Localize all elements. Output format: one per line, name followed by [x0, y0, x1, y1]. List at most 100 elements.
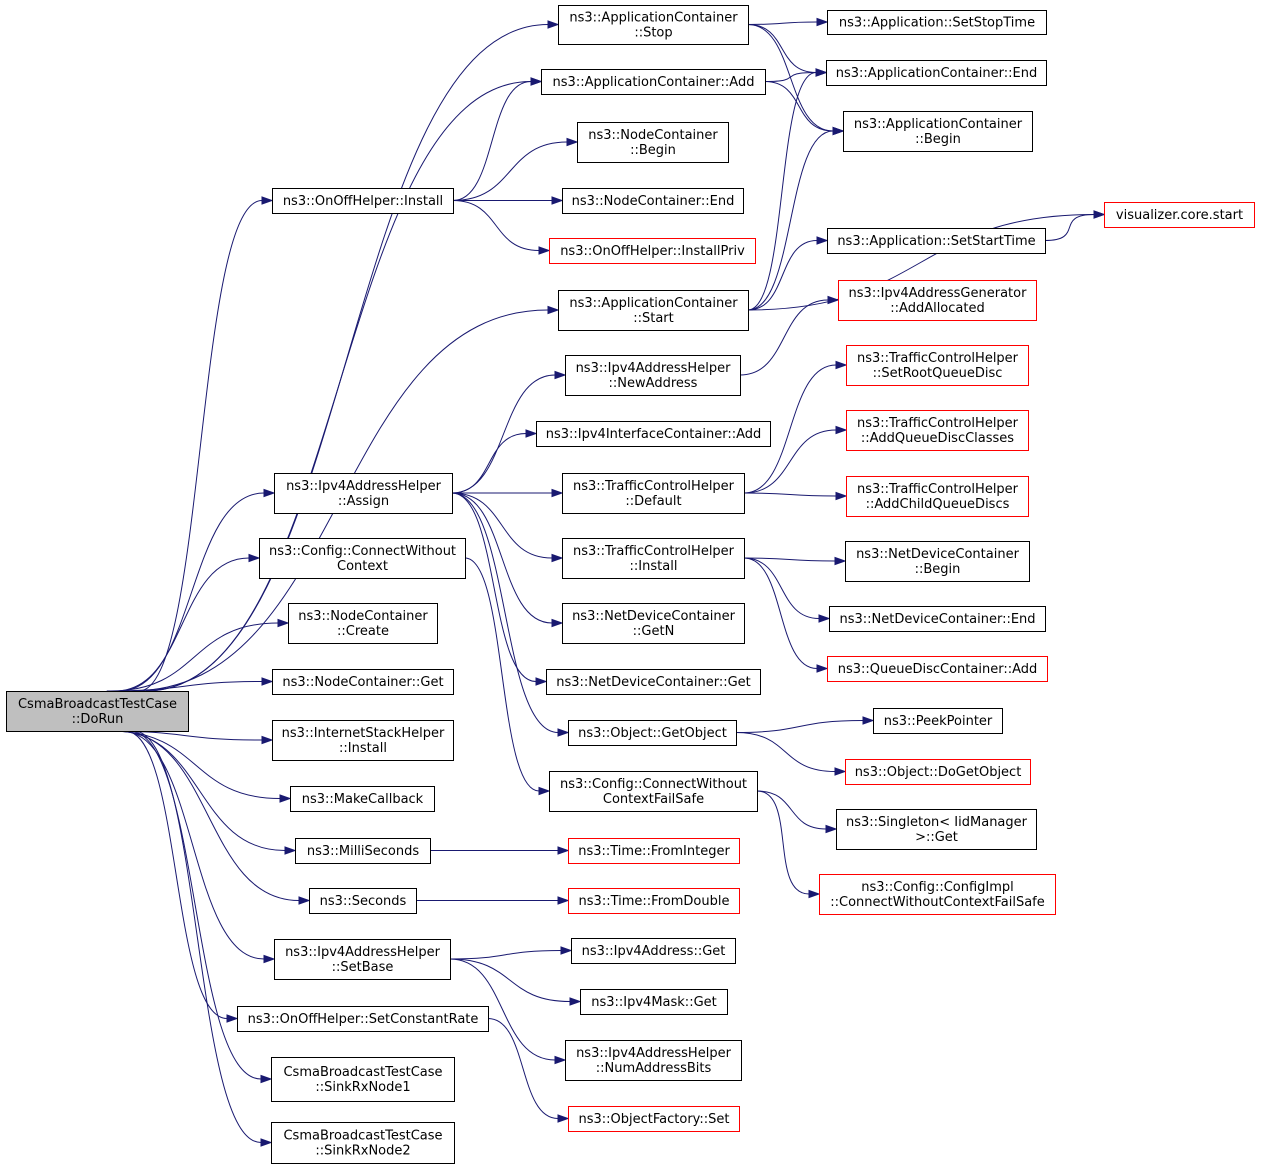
node-ipv4ic-add[interactable]: ns3::Ipv4InterfaceContainer::Add: [536, 421, 771, 447]
node-obj-dogetobject[interactable]: ns3::Object::DoGetObject: [845, 759, 1031, 785]
edge-line: [756, 790, 827, 830]
node-ish-install[interactable]: ns3::InternetStackHelper::Install: [272, 720, 454, 761]
edge-line: [452, 141, 568, 201]
node-ipv4ah-setbase[interactable]: ns3::Ipv4AddressHelper::SetBase: [274, 939, 451, 980]
node-ipv4addr-get[interactable]: ns3::Ipv4Address::Get: [571, 938, 736, 964]
node-box: [846, 345, 1029, 386]
node-appc-add[interactable]: ns3::ApplicationContainer::Add: [541, 69, 766, 95]
node-label-line: ::SetBase: [332, 960, 394, 975]
arrowhead-icon: [551, 196, 564, 205]
node-sinkrx1[interactable]: CsmaBroadcastTestCase::SinkRxNode1: [271, 1057, 455, 1102]
node-label-line: ns3::PeekPointer: [884, 714, 993, 729]
node-ndc-end[interactable]: ns3::NetDeviceContainer::End: [829, 606, 1046, 632]
arrowhead-icon: [816, 664, 829, 673]
node-ipv4ah-numbits[interactable]: ns3::Ipv4AddressHelper::NumAddressBits: [565, 1040, 742, 1081]
node-seconds[interactable]: ns3::Seconds: [309, 888, 417, 914]
call-edge-ipv4ah_setbase-to-ipv4addr_get: [449, 946, 573, 960]
node-ipv4gen-addalloc[interactable]: ns3::Ipv4AddressGenerator::AddAllocated: [838, 280, 1037, 321]
edge-line: [464, 557, 540, 792]
edge-line: [743, 364, 837, 494]
arrowhead-icon: [554, 1055, 567, 1065]
node-nc-begin[interactable]: ns3::NodeContainer::Begin: [577, 122, 729, 163]
node-peekpointer[interactable]: ns3::PeekPointer: [873, 708, 1003, 734]
node-label-line: ns3::NetDeviceContainer: [572, 609, 736, 624]
node-obj-getobject[interactable]: ns3::Object::GetObject: [568, 720, 737, 746]
arrowhead-icon: [566, 137, 579, 147]
node-cfg-connect[interactable]: ns3::Config::ConnectWithoutContext: [259, 538, 466, 579]
node-label-line: Context: [337, 559, 388, 574]
call-edge-onoff_setrate-to-objfactory_set: [487, 1018, 570, 1123]
node-ndc-begin[interactable]: ns3::NetDeviceContainer::Begin: [845, 541, 1030, 582]
node-label-line: ns3::TrafficControlHelper: [573, 479, 735, 494]
node-app-setstarttime[interactable]: ns3::Application::SetStartTime: [827, 228, 1046, 254]
node-nc-create[interactable]: ns3::NodeContainer::Create: [288, 603, 438, 644]
node-onoff-installpriv[interactable]: ns3::OnOffHelper::InstallPriv: [549, 238, 756, 264]
call-edge-root-to-cfg_connect: [114, 553, 261, 692]
node-qdc-add[interactable]: ns3::QueueDiscContainer::Add: [827, 656, 1048, 682]
node-viz-start[interactable]: visualizer.core.start: [1104, 202, 1255, 228]
node-makecallback[interactable]: ns3::MakeCallback: [290, 786, 435, 812]
node-nc-end[interactable]: ns3::NodeContainer::End: [562, 188, 744, 214]
arrowhead-icon: [538, 786, 551, 796]
edge-line: [739, 299, 829, 376]
call-edge-tch_default-to-tch_addclasses: [743, 425, 848, 494]
node-onoff-setrate[interactable]: ns3::OnOffHelper::SetConstantRate: [237, 1006, 489, 1032]
node-cfgimpl[interactable]: ns3::Config::ConfigImpl::ConnectWithoutC…: [819, 874, 1056, 915]
arrowhead-icon: [261, 196, 274, 205]
arrowhead-icon: [260, 1138, 273, 1147]
node-ipv4ah-newaddr[interactable]: ns3::Ipv4AddressHelper::NewAddress: [565, 355, 741, 396]
call-edge-root-to-seconds: [117, 730, 311, 905]
edge-line: [743, 557, 818, 669]
node-label-line: ns3::ApplicationContainer: [569, 296, 738, 311]
node-label-line: ::AddAllocated: [890, 301, 984, 316]
node-tch-addclasses[interactable]: ns3::TrafficControlHelper::AddQueueDiscC…: [846, 410, 1029, 451]
node-appc-end[interactable]: ns3::ApplicationContainer::End: [826, 60, 1047, 86]
call-edge-root-to-appc_add: [146, 77, 543, 692]
node-milliseconds[interactable]: ns3::MilliSeconds: [295, 838, 431, 864]
node-label-line: ns3::ApplicationContainer::End: [836, 66, 1037, 81]
arrowhead-icon: [1093, 210, 1106, 219]
node-label-line: ns3::ApplicationContainer::Add: [553, 75, 755, 90]
node-objfactory-set[interactable]: ns3::ObjectFactory::Set: [568, 1106, 740, 1132]
edge-line: [743, 557, 836, 562]
arrowhead-icon: [298, 896, 311, 905]
arrowhead-icon: [261, 735, 274, 745]
arrowhead-icon: [832, 126, 845, 136]
node-tch-setroot[interactable]: ns3::TrafficControlHelper::SetRootQueueD…: [846, 345, 1029, 386]
arrowhead-icon: [818, 614, 831, 623]
node-tch-install[interactable]: ns3::TrafficControlHelper::Install: [562, 538, 745, 579]
node-time-fromint[interactable]: ns3::Time::FromInteger: [568, 838, 740, 864]
call-edge-app_stop-to-app_setstoptime: [747, 17, 829, 27]
node-label-line: ::Stop: [634, 26, 672, 41]
node-label-line: ns3::Singleton< IidManager: [846, 815, 1028, 830]
node-ndc-get[interactable]: ns3::NetDeviceContainer::Get: [546, 669, 761, 695]
node-label-line: >::Get: [915, 830, 958, 845]
node-box: [873, 708, 1003, 734]
edge-line: [114, 557, 250, 692]
node-label-line: ContextFailSafe: [603, 792, 704, 807]
call-edge-obj_getobject-to-peekpointer: [735, 716, 875, 733]
arrowhead-icon: [815, 68, 828, 77]
node-sinkrx2[interactable]: CsmaBroadcastTestCase::SinkRxNode2: [271, 1122, 455, 1164]
node-tch-default[interactable]: ns3::TrafficControlHelper::Default: [562, 473, 745, 514]
node-app-setstoptime[interactable]: ns3::Application::SetStopTime: [827, 10, 1047, 35]
node-label-line: ns3::OnOffHelper::Install: [283, 194, 443, 209]
node-appc-begin[interactable]: ns3::ApplicationContainer::Begin: [843, 111, 1033, 152]
edge-line: [125, 730, 228, 1019]
node-app-stop[interactable]: ns3::ApplicationContainer::Stop: [558, 5, 749, 45]
node-tch-addchild[interactable]: ns3::TrafficControlHelper::AddChildQueue…: [846, 476, 1029, 517]
node-box: [562, 473, 745, 514]
node-label-line: ns3::NetDeviceContainer: [856, 547, 1020, 562]
node-label-line: ns3::Application::SetStopTime: [839, 16, 1035, 31]
node-singleton-get[interactable]: ns3::Singleton< IidManager>::Get: [836, 809, 1037, 850]
node-nc-get[interactable]: ns3::NodeContainer::Get: [272, 669, 454, 695]
node-appc-start[interactable]: ns3::ApplicationContainer::Start: [558, 290, 749, 331]
node-ipv4ah-assign[interactable]: ns3::Ipv4AddressHelper::Assign: [274, 473, 453, 514]
node-cfg-connectfailsafe[interactable]: ns3::Config::ConnectWithoutContextFailSa…: [549, 771, 758, 812]
call-edge-appc_add-to-appc_begin: [764, 81, 845, 136]
node-time-fromdouble[interactable]: ns3::Time::FromDouble: [568, 888, 740, 914]
node-onoff-install[interactable]: ns3::OnOffHelper::Install: [272, 188, 454, 214]
node-ndc-getn[interactable]: ns3::NetDeviceContainer::GetN: [562, 603, 745, 644]
edge-line: [117, 730, 300, 901]
node-ipv4mask-get[interactable]: ns3::Ipv4Mask::Get: [580, 989, 728, 1015]
